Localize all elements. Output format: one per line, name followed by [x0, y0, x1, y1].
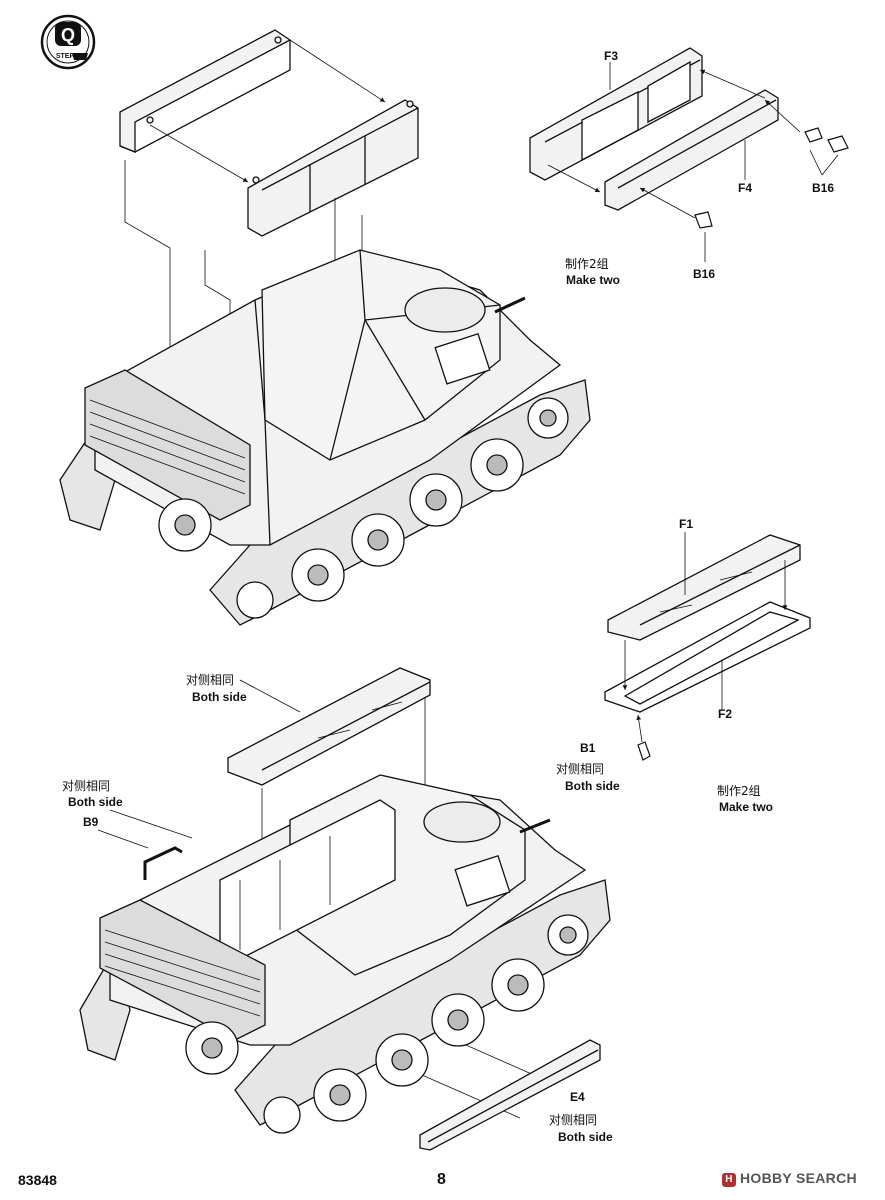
vehicle-upper	[59, 249, 591, 626]
label-f3: F3	[604, 49, 618, 63]
step-word: STEP	[56, 53, 75, 60]
page-number: 8	[437, 1171, 446, 1188]
lower-top-box	[227, 667, 431, 786]
label-b1: B1	[580, 741, 596, 755]
note-left-both-side-cn: 对侧相同	[62, 779, 110, 793]
guide-lines-f3f4	[547, 62, 839, 262]
part-b16-right	[804, 127, 849, 153]
part-f1-box	[607, 534, 801, 641]
label-e4: E4	[570, 1090, 585, 1104]
part-b16-lower	[694, 211, 713, 229]
note-e4-both-side-cn: 对侧相同	[549, 1113, 597, 1127]
rear-panel-lower	[247, 99, 419, 237]
label-f1: F1	[679, 517, 693, 531]
watermark-logo-icon: H	[722, 1173, 736, 1187]
note-b1-both-side-cn: 对侧相同	[556, 762, 604, 776]
step-number: Q	[61, 25, 75, 45]
note-top-both-side-cn: 对侧相同	[186, 673, 234, 687]
note-make-two-top-en: Make two	[566, 273, 620, 287]
label-f2: F2	[718, 707, 732, 721]
guide-lines-f1f2	[622, 532, 788, 743]
watermark-text: HOBBY SEARCH	[740, 1170, 857, 1186]
label-f4: F4	[738, 181, 752, 195]
rear-panel-upper	[119, 29, 292, 153]
note-b1-both-side-en: Both side	[565, 779, 620, 793]
note-make-two-middle-en: Make two	[719, 800, 773, 814]
label-b16-right: B16	[812, 181, 834, 195]
label-b16-lower: B16	[693, 267, 715, 281]
part-f4-strip	[604, 89, 779, 211]
part-b9	[143, 846, 183, 880]
part-b1	[637, 741, 651, 761]
part-f3-panel	[529, 47, 703, 181]
part-e4-rail	[419, 1039, 601, 1151]
note-make-two-middle-cn: 制作2组	[717, 784, 761, 798]
label-b9: B9	[83, 815, 99, 829]
step-badge: Q STEP	[40, 14, 96, 70]
watermark: H HOBBY SEARCH	[722, 1170, 857, 1187]
note-make-two-top-cn: 制作2组	[565, 257, 609, 271]
part-f2-frame	[604, 601, 811, 713]
note-e4-both-side-en: Both side	[558, 1130, 613, 1144]
vehicle-lower	[79, 774, 611, 1134]
note-top-both-side-en: Both side	[192, 690, 247, 704]
note-left-both-side-en: Both side	[68, 795, 123, 809]
product-code: 83848	[18, 1172, 57, 1188]
